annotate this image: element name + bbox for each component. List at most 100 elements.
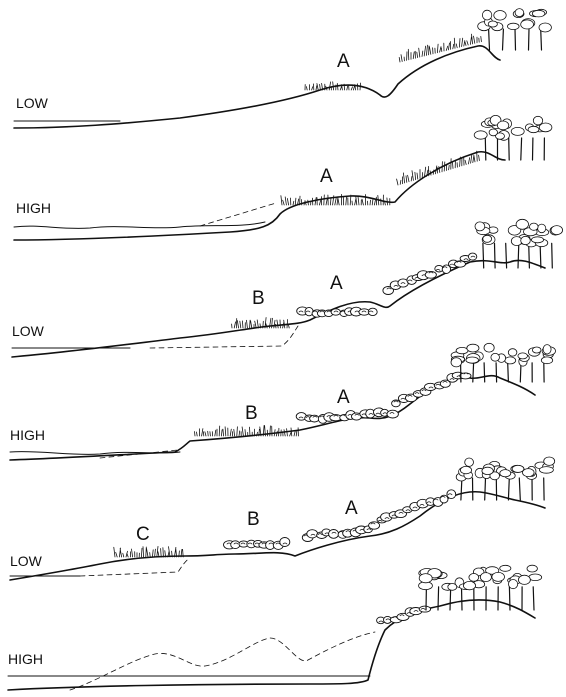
tree-icon <box>448 584 457 591</box>
panel-5-shrubs-b <box>224 538 290 550</box>
tree-icon <box>456 347 468 353</box>
panel-2-ground <box>14 152 505 240</box>
tree-icon <box>508 23 520 29</box>
tree-trunk <box>552 243 553 268</box>
tree-icon <box>480 573 491 582</box>
tree-trunk <box>489 29 490 50</box>
tree-icon <box>482 467 493 474</box>
panel-3-shrubs <box>297 307 378 317</box>
tree-icon <box>539 23 551 32</box>
panel-4-shrubs-2 <box>392 372 471 407</box>
tree-trunk <box>529 29 530 50</box>
tree-icon <box>463 581 475 589</box>
tree-icon <box>508 349 517 356</box>
tree-trunk <box>485 478 486 500</box>
panel-4-zone-a: A <box>337 387 350 408</box>
tree-icon <box>482 10 491 20</box>
tree-icon <box>539 123 552 132</box>
panel-6-old-shore-dashed <box>70 632 375 690</box>
shrub-icon <box>387 410 398 418</box>
tree-trunk <box>519 478 520 500</box>
shrub-icon <box>460 373 471 379</box>
tree-icon <box>466 357 479 363</box>
tree-trunk <box>508 363 509 382</box>
tree-icon <box>538 224 546 233</box>
tree-icon <box>515 9 524 17</box>
tree-icon <box>500 470 511 477</box>
tree-icon <box>488 21 497 27</box>
panel-4-ground <box>10 376 535 460</box>
tree-trunk <box>508 478 509 500</box>
panel-4-zone-b: B <box>245 403 258 424</box>
panel-1-water-level: LOW <box>16 95 49 111</box>
tree-icon <box>530 223 539 230</box>
tree-icon <box>451 358 462 367</box>
panel-1-trees <box>478 9 552 50</box>
tree-icon <box>541 357 552 364</box>
tree-trunk <box>515 29 516 50</box>
panel-5-shrubs-a <box>302 526 372 542</box>
tree-trunk <box>438 587 439 610</box>
panel-2-zone-a: A <box>320 166 333 187</box>
tree-trunk <box>483 243 484 268</box>
tree-icon <box>512 465 524 472</box>
panel-4: HIGH B A <box>10 343 556 460</box>
tree-icon <box>532 347 541 353</box>
tree-trunk <box>541 29 542 50</box>
tree-icon <box>543 345 551 354</box>
tree-icon <box>533 116 542 125</box>
panel-1-ground <box>14 46 500 128</box>
tree-icon <box>523 469 535 477</box>
panel-5-zone-c: C <box>136 524 150 545</box>
panel-5-zone-a: A <box>345 498 358 519</box>
panel-5-water-level: LOW <box>10 553 43 569</box>
tree-trunk <box>533 587 534 610</box>
tree-icon <box>544 457 555 465</box>
panel-5-ground <box>10 492 545 580</box>
tree-icon <box>505 357 516 364</box>
tree-icon <box>474 131 487 139</box>
shrub-icon <box>280 538 290 547</box>
tree-icon <box>419 574 432 583</box>
tree-icon <box>467 344 479 352</box>
tree-icon <box>483 235 492 242</box>
tree-icon <box>539 467 553 474</box>
panel-3-ground <box>12 260 545 357</box>
tree-icon <box>521 20 534 29</box>
tree-icon <box>489 129 497 136</box>
panel-3-water-level: LOW <box>12 323 45 339</box>
tree-trunk <box>509 138 510 160</box>
tree-icon <box>518 575 530 584</box>
tree-trunk <box>473 363 474 382</box>
tree-icon <box>528 126 539 132</box>
shrub-icon <box>329 530 339 539</box>
panel-2-water-level: HIGH <box>16 200 51 216</box>
tree-icon <box>527 565 537 572</box>
tree-trunk <box>503 29 504 50</box>
panel-3-zone-b: B <box>252 288 265 309</box>
panel-1: LOW A <box>14 9 551 128</box>
panel-4-shrubs <box>296 408 398 423</box>
shrub-icon <box>468 253 476 260</box>
tree-icon <box>465 458 474 466</box>
tree-icon <box>469 574 479 582</box>
panel-5-zone-b: B <box>247 509 260 530</box>
tree-icon <box>551 226 563 235</box>
panel-2-trees <box>474 115 552 160</box>
panel-3-zone-a: A <box>330 273 343 294</box>
panel-3-old-shore-dashed <box>150 326 298 348</box>
panel-2: HIGH A <box>14 115 552 240</box>
tree-trunk <box>495 243 496 268</box>
tree-icon <box>531 237 543 243</box>
panel-2-water-line <box>14 222 265 228</box>
panel-1-zone-a: A <box>337 51 350 72</box>
tree-trunk <box>506 243 507 268</box>
panel-5-shrubs-a2 <box>369 490 456 529</box>
tree-icon <box>508 580 517 589</box>
tree-icon <box>516 219 528 229</box>
tree-icon <box>511 127 524 135</box>
tree-icon <box>518 353 528 359</box>
shrub-icon <box>307 530 318 538</box>
panel-5-trees <box>456 457 555 500</box>
